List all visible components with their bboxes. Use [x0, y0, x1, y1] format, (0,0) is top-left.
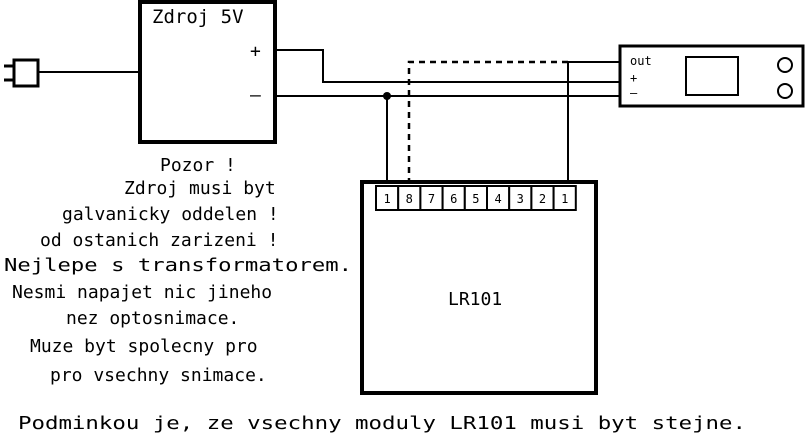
wires — [275, 49, 620, 185]
pin-label: 5 — [472, 192, 479, 206]
sensor-plus-label: + — [630, 71, 637, 85]
sensor-out-label: out — [630, 54, 652, 68]
warning-line: od ostanich zarizeni ! — [40, 230, 278, 251]
footer-note: Podminkou je, ze vsechny moduly LR101 mu… — [18, 413, 746, 434]
dashed-signal-wire — [407, 60, 568, 185]
warning-line: Muze byt spolecny pro — [30, 336, 258, 357]
sensor-minus-label: – — [630, 86, 638, 100]
pin-label: 2 — [539, 192, 546, 206]
lr101-label: LR101 — [448, 289, 502, 310]
pin-label: 7 — [428, 192, 435, 206]
sensor-lens-icon — [777, 83, 793, 99]
pin-label: 3 — [517, 192, 524, 206]
pin-label: 8 — [406, 192, 413, 206]
pin-cell — [552, 185, 577, 211]
pin-header: 1 8 7 6 5 4 3 2 1 — [375, 185, 577, 211]
pin-label: 1 — [561, 192, 568, 206]
warning-line: galvanicky oddelen ! — [62, 204, 279, 225]
pin-label: 6 — [450, 192, 457, 206]
warning-line: nez optosnimace. — [66, 308, 239, 329]
pin-label: 4 — [494, 192, 501, 206]
warning-line: Nesmi napajet nic jineho — [12, 282, 272, 303]
warning-line: Zdroj musi byt — [124, 178, 276, 199]
warning-line: Pozor ! — [160, 155, 236, 176]
sensor-lens-icon — [777, 57, 793, 73]
warning-line: Nejlepe s transformatorem. — [4, 255, 352, 276]
lr101-module-box — [360, 180, 598, 395]
power-supply-minus: – — [250, 85, 261, 106]
power-supply-title: Zdroj 5V — [152, 6, 244, 28]
warning-line: pro vsechny snimace. — [50, 365, 267, 386]
pin-label: 1 — [383, 192, 390, 206]
sensor-window — [685, 56, 739, 96]
power-supply-box — [138, 0, 277, 144]
junction-dot — [383, 92, 391, 100]
mains-plug-icon — [4, 58, 140, 88]
power-supply-plus: + — [250, 41, 261, 62]
